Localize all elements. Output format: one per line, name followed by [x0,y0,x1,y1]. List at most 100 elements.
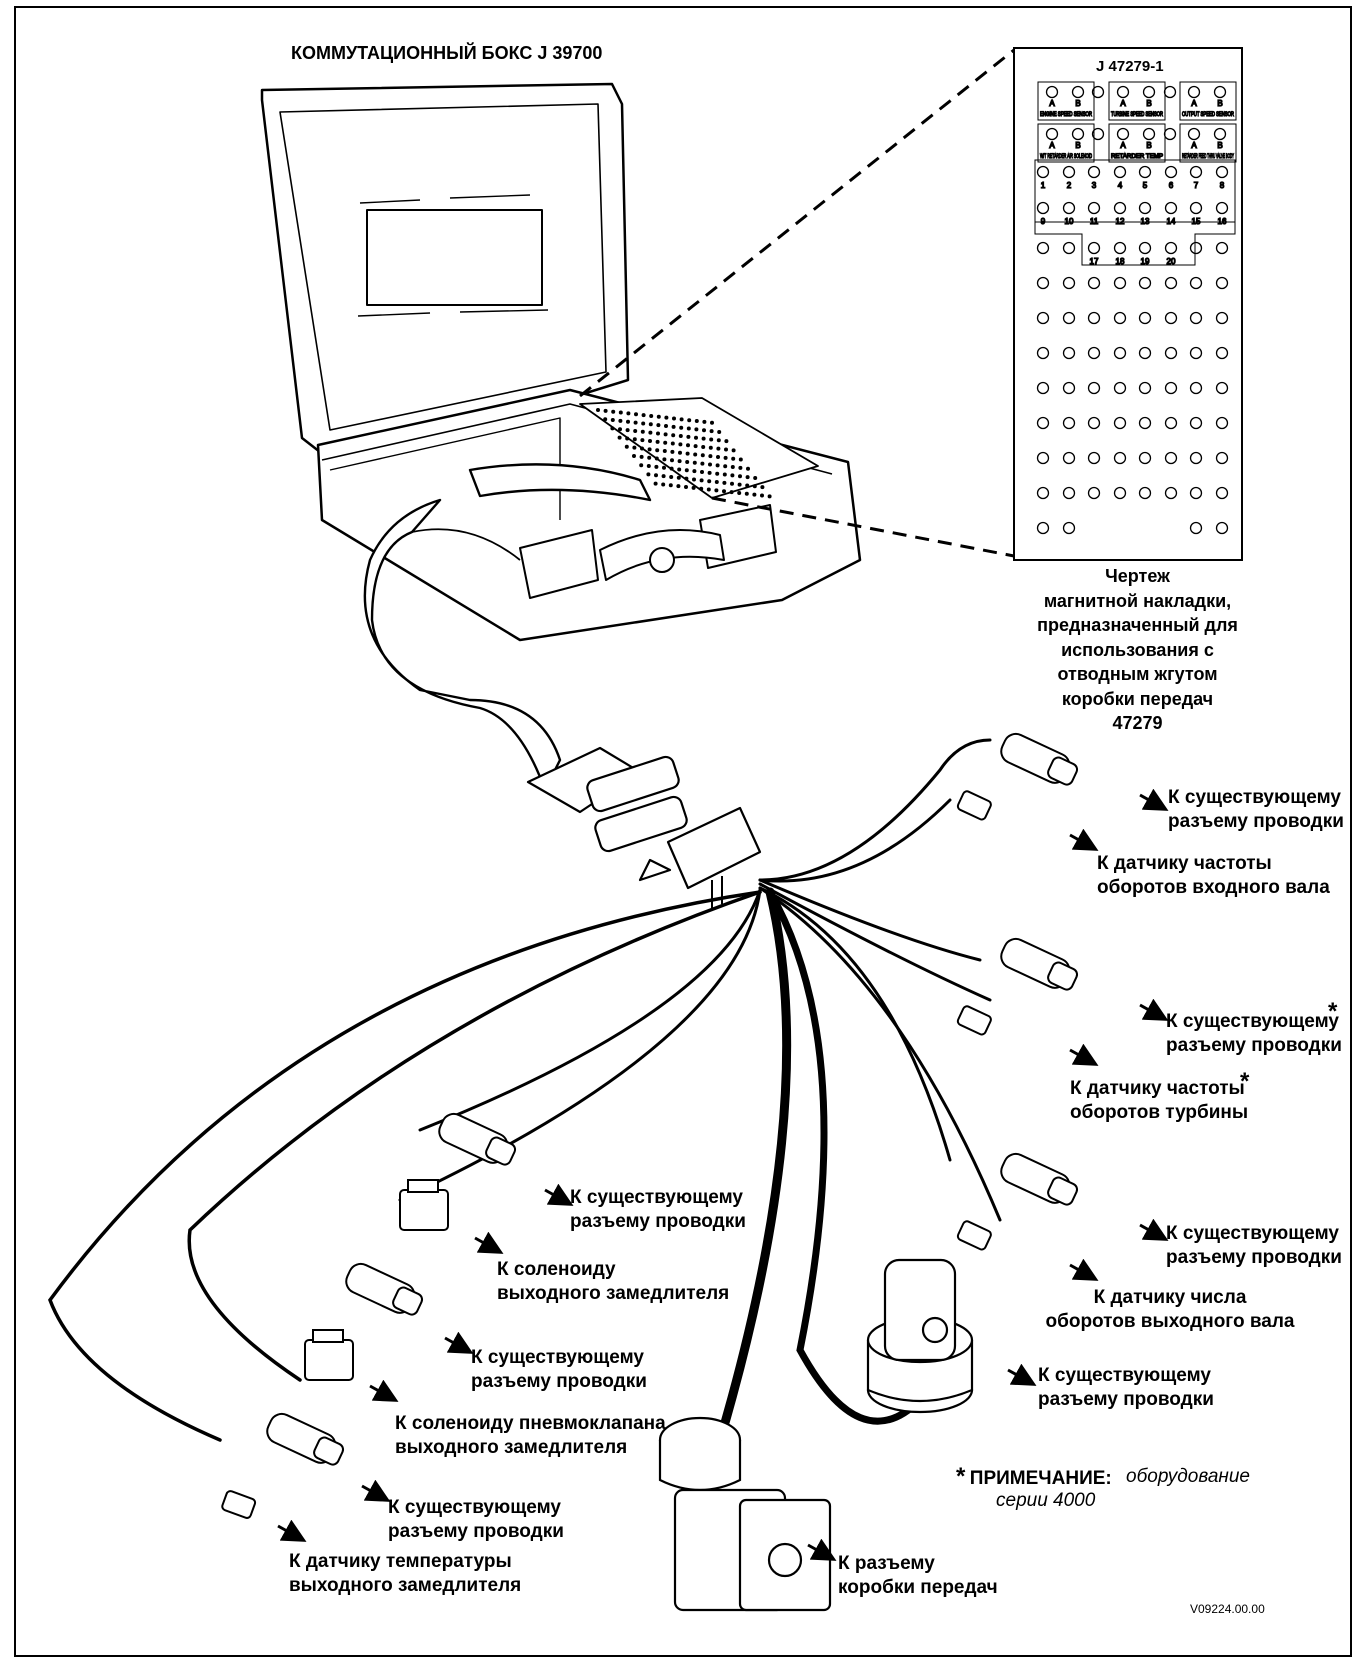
pin-label-a: A [1120,99,1126,108]
overlay-pin [1113,241,1127,255]
callout-existing-6: К существующему разъему проводки [471,1347,647,1392]
panel-hole [656,431,660,436]
overlay-pin [1187,127,1201,141]
pin-label-a: A [1191,99,1197,108]
panel-hole [611,409,616,414]
panel-hole [738,465,743,470]
harness-cables [48,738,1002,1445]
connector-plugs [221,732,1079,1519]
overlay-pin [1164,241,1178,255]
panel-hole [700,470,704,474]
panel-hole [649,413,654,418]
panel-hole [648,430,653,435]
panel-hole [655,448,660,453]
overlay-pin [1164,201,1178,215]
overlay-pin [1045,85,1059,99]
overlay-title: J 47279-1 [1096,58,1164,75]
callout-air-solenoid: К соленоиду пневмоклапана выходного заме… [395,1413,666,1458]
callout-existing-3: К существующему разъему проводки [1166,1223,1342,1268]
panel-hole [767,494,772,499]
callout-existing-4: К существующему разъему проводки [1038,1365,1214,1410]
ribbon-cable [363,463,652,792]
overlay-pin [1215,241,1229,255]
overlay-pin [1036,201,1050,215]
pin-number: 6 [1169,181,1174,190]
panel-hole [661,482,666,487]
sensor-block [1037,123,1095,163]
panel-hole [668,483,673,488]
overlay-pin [1113,416,1127,430]
panel-hole [610,426,615,431]
overlay-pin [1164,346,1178,360]
panel-hole [722,480,727,485]
overlay-pin [1071,85,1085,99]
callout-retarder-temp-sensor: К датчику температуры выходного замедлит… [289,1551,522,1596]
panel-hole [669,474,674,479]
overlay-pin [1189,241,1203,255]
overlay-pin [1036,521,1050,535]
panel-hole [692,477,696,482]
panel-hole [679,425,684,430]
panel-hole [702,428,706,433]
panel-hole [708,454,713,459]
overlay-pin [1142,85,1156,99]
overlay-pin [1138,451,1152,465]
overlay-pin [1062,165,1076,179]
box-title: КОММУТАЦИОННЫЙ БОКС J 39700 [291,43,603,63]
grid-panel-holes [596,408,772,499]
panel-hole [670,458,674,463]
panel-hole [626,419,630,424]
panel-hole [640,438,645,443]
panel-hole [714,488,719,493]
panel-hole [670,441,675,446]
panel-hole [717,429,722,434]
panel-hole [730,481,734,486]
overlay-pin [1164,311,1178,325]
overlay-pin [1215,201,1229,215]
panel-hole [618,410,623,415]
panel-hole [654,456,659,461]
panel-hole [677,459,682,464]
panel-hole [641,413,646,418]
panel-hole [708,445,713,450]
panel-hole [648,439,652,443]
panel-hole [752,484,757,489]
panel-hole [708,462,712,467]
pin-label-b: B [1217,141,1222,150]
panel-hole [709,437,714,442]
overlay-pin [1116,127,1130,141]
pin-number: 7 [1194,181,1199,190]
panel-hole [679,417,684,422]
overlay-pin [1062,521,1076,535]
panel-hole [724,439,729,444]
panel-hole [692,469,697,474]
overlay-pin [1164,276,1178,290]
note-label: ПРИМЕЧАНИЕ: [969,1468,1112,1489]
panel-hole [715,471,720,476]
panel-hole [664,424,668,428]
panel-hole [676,475,681,480]
pin-label-b: B [1217,99,1222,108]
note-star: * [956,1463,966,1490]
overlay-pin [1138,165,1152,179]
panel-hole [715,463,720,468]
panel-hole [722,489,726,494]
overlay-pin [1087,381,1101,395]
panel-hole [723,464,728,469]
sensor-name: OUTPUT SPEED SENSOR [1182,112,1234,118]
panel-hole [654,464,659,469]
pin-label-b: B [1075,141,1080,150]
panel-hole [678,442,683,447]
overlay-pin [1138,276,1152,290]
panel-hole [618,427,622,432]
panel-hole [710,420,714,425]
panel-hole [699,478,704,483]
panel-hole [730,473,735,478]
overlay-pin [1189,165,1203,179]
panel-hole [760,485,765,490]
leader-arrows [277,788,1169,1561]
pin-number: 19 [1141,257,1150,266]
star-marker: * [1240,1068,1250,1095]
overlay-pin [1138,381,1152,395]
overlay-pin [1164,416,1178,430]
